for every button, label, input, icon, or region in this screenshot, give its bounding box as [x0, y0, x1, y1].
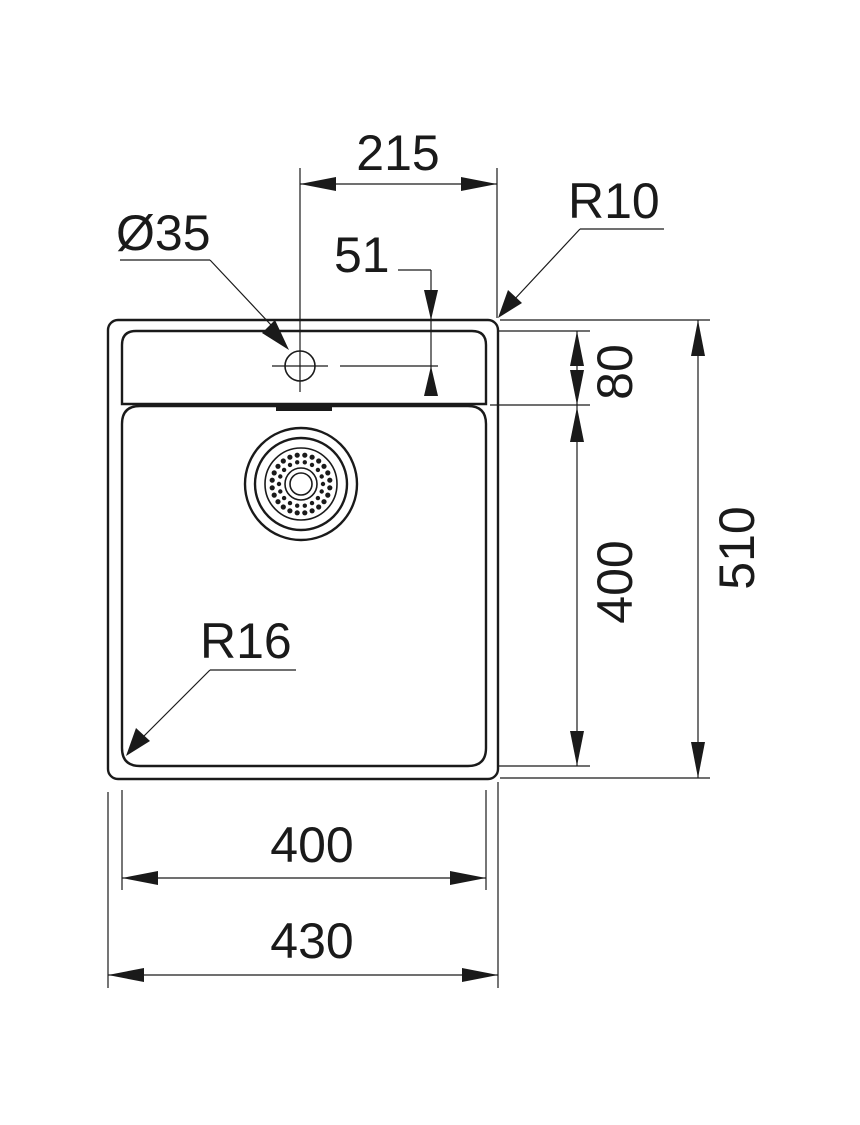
dim-label-r16: R16 [200, 613, 292, 669]
dim-bowl-width: 400 [121, 790, 487, 890]
bowl-outline [120, 404, 488, 768]
strainer-hole [309, 462, 315, 468]
strainer-hole [281, 467, 287, 473]
crosshair-circle-icon [272, 338, 438, 392]
strainer-hole [316, 504, 322, 510]
dim-overall-width: 430 [107, 782, 499, 988]
dim-bowl-corner-radius: R16 [126, 613, 296, 756]
dim-right-inner: 80 400 [490, 330, 643, 767]
strainer-hole [281, 495, 287, 501]
dim-label-80: 80 [587, 344, 643, 400]
dim-label-51: 51 [334, 227, 390, 283]
strainer-hole [294, 510, 300, 516]
strainer-hole [294, 452, 300, 458]
strainer-hole [302, 510, 308, 516]
sink-outline [106, 318, 500, 781]
strainer-hole [327, 485, 333, 491]
strainer-hole [287, 454, 293, 460]
strainer-hole [302, 452, 308, 458]
dim-label-430: 430 [270, 913, 353, 969]
strainer-hole [295, 460, 300, 465]
strainer-hole [280, 504, 286, 510]
strainer-hole [327, 477, 333, 483]
dim-label-400-depth: 400 [587, 540, 643, 623]
strainer-hole [287, 462, 293, 468]
strainer-hole [315, 467, 321, 473]
strainer-hole [295, 503, 300, 508]
overflow-slot [276, 404, 332, 411]
strainer-hole [278, 474, 283, 479]
strainer-hole [325, 492, 331, 498]
strainer-hole [280, 458, 286, 464]
strainer-hole [321, 499, 327, 505]
strainer-hole [287, 500, 293, 506]
strainer-hole [271, 492, 277, 498]
dim-label-510: 510 [709, 506, 765, 589]
strainer-icon [243, 426, 359, 542]
strainer-hole [319, 474, 324, 479]
dim-tap-hole-offset: 215 [299, 125, 498, 338]
strainer-hole [309, 500, 315, 506]
strainer-hole [269, 477, 275, 483]
strainer-hole [321, 463, 327, 469]
strainer-hole [325, 470, 331, 476]
dim-label-215: 215 [356, 125, 439, 181]
strainer-hole [302, 503, 307, 508]
deck-recess [120, 329, 488, 406]
outer-rim [106, 318, 500, 781]
strainer-hole [309, 454, 315, 460]
strainer-hole [302, 460, 307, 465]
strainer-hole [275, 463, 281, 469]
dim-label-d35: Ø35 [116, 205, 211, 261]
strainer-hole [276, 481, 282, 487]
dim-tap-hole-from-edge: 51 [334, 227, 438, 396]
dim-corner-radius-outer: R10 [498, 173, 664, 318]
strainer-hole [287, 508, 293, 514]
strainer-hole [269, 485, 275, 491]
dim-tap-hole-diameter: Ø35 [116, 205, 289, 350]
dim-label-r10: R10 [568, 173, 660, 229]
strainer-hole [316, 458, 322, 464]
strainer-hole [315, 495, 321, 501]
dim-label-400-width: 400 [270, 817, 353, 873]
strainer-hole [309, 508, 315, 514]
strainer-hole [275, 499, 281, 505]
strainer-hole [319, 489, 324, 494]
strainer-hole [320, 481, 326, 487]
dim-overall-depth: 510 [500, 319, 765, 779]
strainer-hole [271, 470, 277, 476]
strainer-hole [278, 489, 283, 494]
